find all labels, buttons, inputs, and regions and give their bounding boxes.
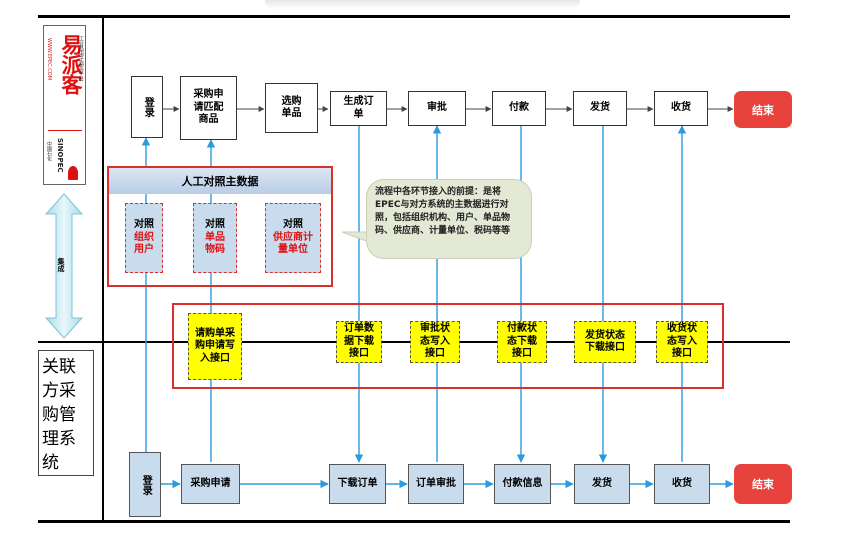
bottom-node-login: 登录 xyxy=(129,452,161,517)
bottom-node-receive: 收货 xyxy=(654,464,710,504)
sinopec-flame-icon xyxy=(68,166,78,180)
integration-double-arrow xyxy=(44,193,84,339)
top-node-payment: 付款 xyxy=(492,91,546,126)
map-item-material-prefix: 对照 xyxy=(205,219,225,231)
map-item-material-text: 单品物码 xyxy=(205,231,225,256)
logo-company: 中国石化 xyxy=(46,141,52,161)
related-purchasing-system-label: 关联方采购管理系统 xyxy=(38,350,94,476)
top-node-ship: 发货 xyxy=(573,91,627,126)
top-node-end: 结束 xyxy=(734,91,792,128)
top-node-login: 登录 xyxy=(131,76,163,138)
manual-mapping-title-text: 人工对照主数据 xyxy=(181,175,259,188)
manual-mapping-title: 人工对照主数据 xyxy=(109,168,331,194)
bottom-node-ship: 发货 xyxy=(574,464,630,504)
map-supplier-unit: 对照 供应商计量单位 xyxy=(265,203,321,273)
logo-company-en: SINOPEC xyxy=(56,138,64,173)
interface-order-download: 订单数据下载接口 xyxy=(336,321,382,363)
interface-receiving-write: 收货状态写入接口 xyxy=(656,321,708,363)
integration-label: 集成 xyxy=(57,258,65,272)
bottom-node-payment-info: 付款信息 xyxy=(494,464,551,504)
callout-text: 流程中各环节接入的前提：是将EPEC与对方系统的主数据进行对照，包括组织机构、用… xyxy=(375,187,511,236)
map-supplier-unit-prefix: 对照 xyxy=(283,219,303,231)
prerequisite-callout: 流程中各环节接入的前提：是将EPEC与对方系统的主数据进行对照，包括组织机构、用… xyxy=(366,179,532,259)
logo-brand: 易派客 xyxy=(59,34,83,94)
bottom-node-end: 结束 xyxy=(734,464,792,504)
interface-shipping-download: 发货状态下载接口 xyxy=(574,321,636,363)
left-column-divider xyxy=(102,15,104,523)
bottom-node-requisition: 采购申请 xyxy=(181,464,240,504)
logo-divider xyxy=(48,130,82,131)
interface-payment-download: 付款状态下载接口 xyxy=(497,321,547,363)
map-item-material: 对照 单品物码 xyxy=(193,203,237,273)
top-node-receive: 收货 xyxy=(654,91,708,126)
bottom-rule xyxy=(38,520,790,523)
logo-url: WWW.EPEC.COM xyxy=(46,38,52,81)
top-shadow xyxy=(265,0,580,9)
map-org-user: 对照 组织用户 xyxy=(125,203,163,273)
interface-requisition-write: 请购单采购申请写入接口 xyxy=(188,313,242,380)
top-node-requisition-match: 采购申请匹配商品 xyxy=(180,76,237,140)
map-supplier-unit-text: 供应商计量单位 xyxy=(273,231,313,256)
map-org-user-prefix: 对照 xyxy=(134,219,154,231)
bottom-node-download-order: 下载订单 xyxy=(329,464,386,504)
top-node-approve: 审批 xyxy=(408,91,466,126)
interface-approval-write: 审批状态写入接口 xyxy=(410,321,460,363)
map-org-user-text: 组织用户 xyxy=(134,231,154,256)
system-label-text: 关联方采购管理系统 xyxy=(42,357,76,473)
logo-tagline: 工业品电子商务平台 xyxy=(78,36,84,81)
bottom-node-order-approval: 订单审批 xyxy=(408,464,464,504)
top-node-select-item: 选购单品 xyxy=(265,83,318,133)
top-node-generate-order: 生成订单 xyxy=(330,91,387,126)
manual-mapping-frame xyxy=(107,166,333,287)
epec-logo: WWW.EPEC.COM 易派客 工业品电子商务平台 SINOPEC 中国石化 xyxy=(43,25,86,185)
interface-frame xyxy=(172,303,724,389)
top-rule xyxy=(38,15,790,18)
